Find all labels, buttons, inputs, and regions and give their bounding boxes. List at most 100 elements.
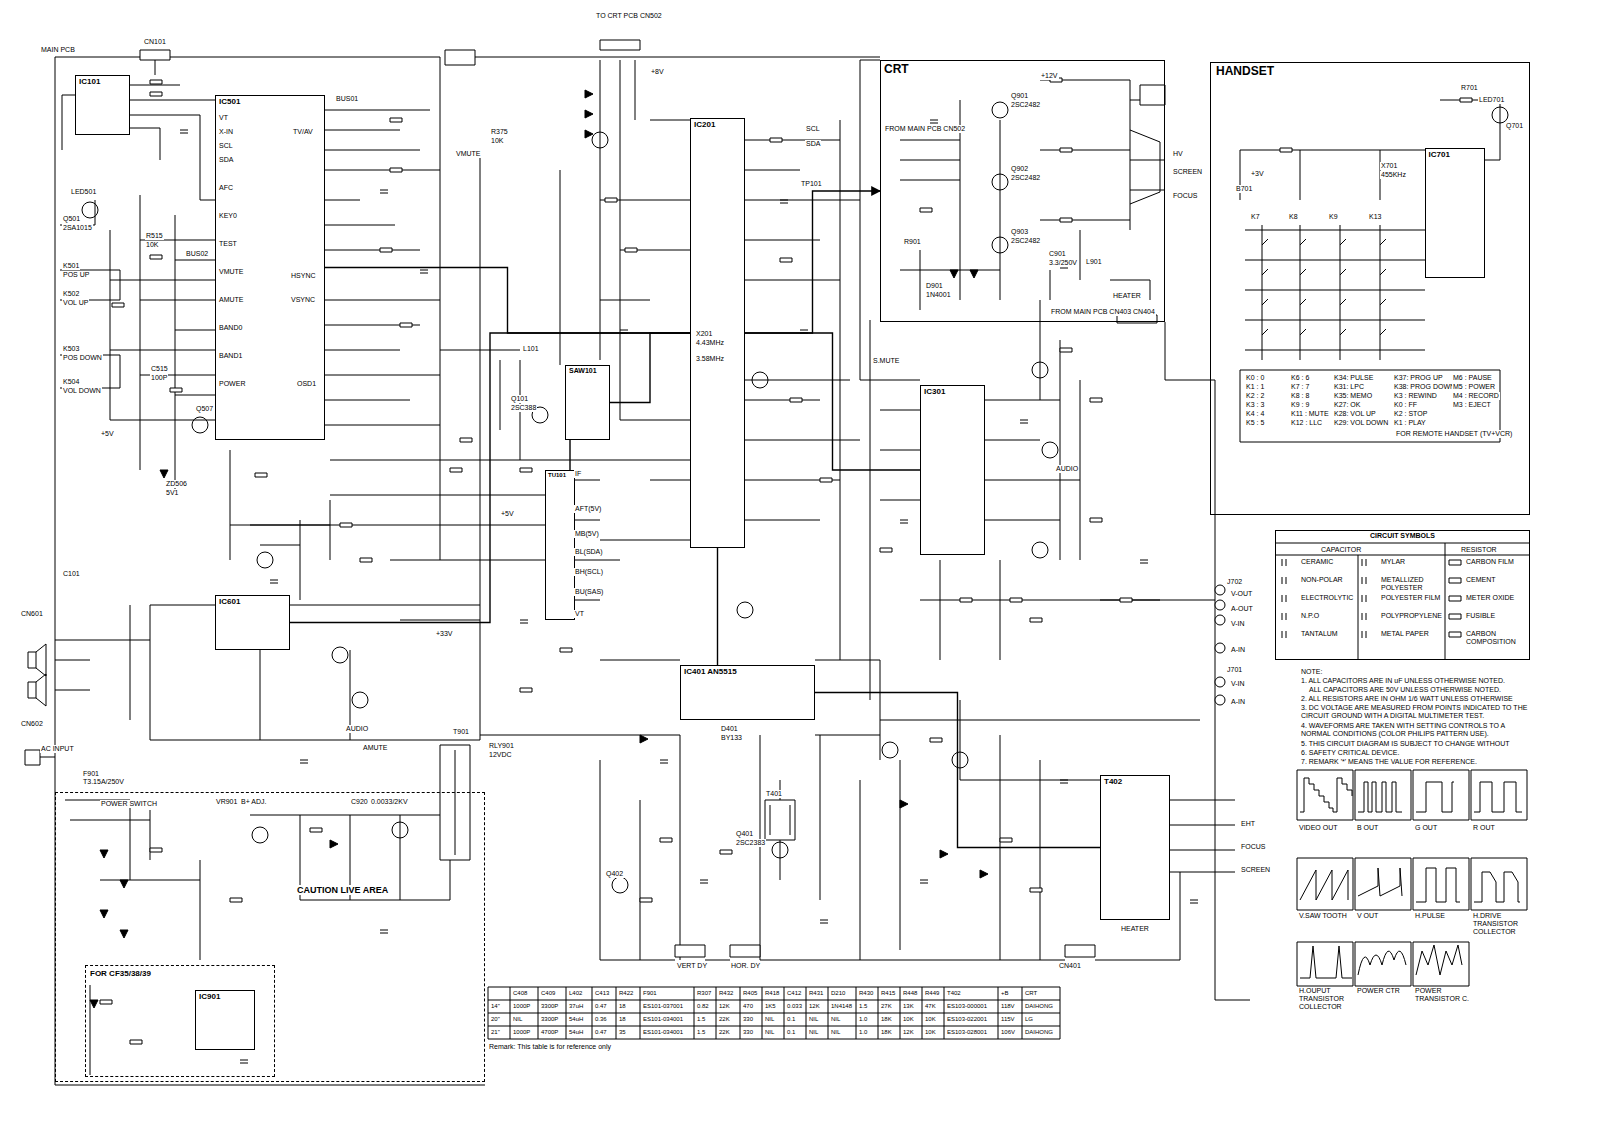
component-label: Q402 [605,870,624,878]
node-label: IC101 [78,77,101,86]
component-label: K13 [1368,213,1382,221]
crt-neck [1130,130,1160,204]
component-label: 100P [150,374,168,382]
table-cell: 20" [490,1016,501,1023]
component-label: CARBON FILM [1465,558,1515,566]
node-label: SAW101 [568,367,598,375]
component-label: TP101 [800,180,823,188]
table-cell: R430 [858,990,874,997]
component-label: AMUTE [362,744,389,752]
component-label: H.DRIVE TRANSISTOR COLLECTOR [1472,912,1530,936]
table-cell: 118V [1000,1003,1016,1010]
component-label: SDA [218,156,234,164]
table-cell: 0.36 [594,1016,608,1023]
component-label: 10K [490,137,504,145]
table-cell: 10K [902,1016,915,1023]
table-cell: 18 [618,1016,627,1023]
table-cell: 54uH [568,1029,584,1036]
table-cell: 0.1 [786,1016,796,1023]
component-label: CN602 [20,720,44,728]
component-label: K34: PULSE [1333,374,1374,382]
component-label: BL(SDA) [574,548,604,556]
table-cell: CRT [1024,990,1038,997]
component-label: T401 [765,790,783,798]
component-label: SCL [218,142,234,150]
component-label: 3.58MHz [695,355,725,363]
component-label: 4. WAVEFORMS ARE TAKEN WITH SETTING CONT… [1300,722,1532,738]
node-label: IC901 [198,992,221,1001]
table-cell: 0.82 [696,1003,710,1010]
component-label: SDA [805,140,821,148]
node-label: TU101 [547,472,567,479]
connector [815,693,1100,848]
table-cell: 12K [808,1003,821,1010]
component-label: X-IN [218,128,234,136]
table-cell: 1.5 [858,1003,868,1010]
table-cell: 18 [618,1003,627,1010]
component-label: C515 [150,365,169,373]
table-cell: 0.47 [594,1029,608,1036]
component-label: H.OUPUT TRANSISTOR COLLECTOR [1298,987,1356,1011]
node-label: IC201 [693,120,716,129]
table-cell: F901 [642,990,658,997]
component-label: POWER [218,380,246,388]
component-label: HSYNC [290,272,317,280]
component-label: MAIN PCB [40,46,76,54]
connector-symbol [25,40,1225,957]
component-label: R901 [903,238,922,246]
component-label: K8 : 8 [1290,392,1310,400]
component-label: C920 [350,798,369,806]
component-label: VOL DOWN [62,387,102,395]
component-label: FOR REMOTE HANDSET (TV+VCR) [1395,430,1513,438]
component-label: IF [574,470,582,478]
component-label: K9 : 9 [1290,401,1310,409]
table-cell: R431 [808,990,824,997]
component-label: METER OXIDE [1465,594,1515,602]
component-label: BAND0 [218,324,243,332]
table-cell: 330 [742,1029,754,1036]
symbol-table-grid [1275,543,1530,660]
table-cell: LG [1024,1016,1034,1023]
connector [745,333,920,470]
component-label: KEY0 [218,212,238,220]
component-label: POWER SWITCH [100,800,158,808]
component-label: K503 [62,345,80,353]
component-label: A-IN [1230,646,1246,654]
component-label: C901 [1048,250,1067,258]
table-cell: ES101-037001 [642,1003,684,1010]
component-label: K12 : LLC [1290,419,1323,427]
component-label: K9 [1328,213,1339,221]
speaker-symbol [28,644,46,706]
component-label: HEATER [1112,292,1142,300]
connector [717,548,718,665]
saw-filter: SAW101 [565,365,610,440]
table-cell: 1000P [512,1029,531,1036]
component-label: +3V [1250,170,1265,178]
component-label: Q701 [1505,122,1524,130]
component-label: 6. SAFETY CRITICAL DEVICE. [1300,749,1532,757]
component-label: V.SAW TOOTH [1298,912,1348,920]
component-label: K3 : REWIND [1393,392,1438,400]
table-cell: 37uH [568,1003,584,1010]
table-cell: 27K [880,1003,893,1010]
table-cell: 1.0 [858,1016,868,1023]
node-label: IC301 [923,387,946,396]
connector [569,440,570,470]
node-label: IC401 AN5515 [683,667,738,676]
component-label: L901 [1085,258,1103,266]
component-label: K7 : 7 [1290,383,1310,391]
component-label: AUDIO [345,725,369,733]
table-cell: NIL [512,1016,523,1023]
node-label: IC601 [218,597,241,606]
component-label: V OUT [1356,912,1379,920]
table-cell: 0.033 [786,1003,803,1010]
component-label: +5V [500,510,515,518]
component-label: K4 : 4 [1245,410,1265,418]
component-label: VR901 [215,798,238,806]
component-label: 3.3/250V [1048,259,1078,267]
component-label: CN601 [20,610,44,618]
node-label: IC501 [218,97,241,106]
table-cell: R415 [880,990,896,997]
component-label: Q903 [1010,228,1029,236]
table-cell: D210 [830,990,846,997]
